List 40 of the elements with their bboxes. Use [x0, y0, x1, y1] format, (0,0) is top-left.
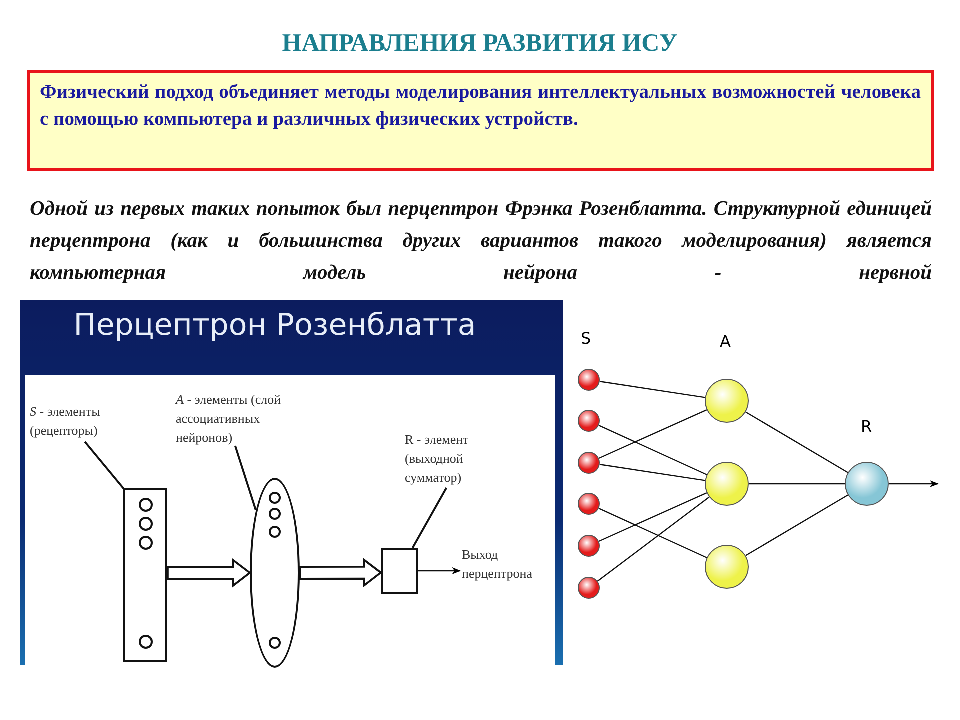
leader-line: [234, 446, 257, 511]
slide-title: НАПРАВЛЕНИЯ РАЗВИТИЯ ИСУ: [281, 30, 679, 58]
connection-line: [600, 381, 706, 398]
connection-line: [598, 425, 708, 476]
panel-title: Перцептрон Розенблатта: [72, 308, 478, 343]
association-neuron: [705, 462, 749, 506]
layer-label: R: [861, 417, 872, 436]
sensor-neuron: [578, 369, 600, 391]
annotation-text: A - элементы (слой ассоциативных нейронов): [176, 390, 311, 446]
association-neuron: [705, 379, 749, 423]
connection-line: [749, 483, 845, 485]
connection-line: [598, 492, 708, 542]
sensor-neuron: [578, 452, 600, 474]
definition-box: Физический подход объединяет методы моделирования интеллектуальных возможностей человека с помощью компьютера и различных физических устройств.: [27, 70, 934, 171]
connection-line: [598, 409, 708, 460]
connection-line: [597, 496, 710, 582]
connection-line: [600, 464, 706, 482]
output-unit-box: [381, 548, 418, 594]
sensor-neuron: [578, 577, 600, 599]
connection-line: [598, 508, 708, 558]
annotation-text: R - элемент (выходной сумматор): [405, 430, 490, 488]
intro-paragraph: Одной из первых таких попыток был перцептрон Фрэнка Розенблатта. Структурной единицей перцептрона (как и большинства других вариантов такого моделирования) является компьютерная модель нейрона - нервной: [30, 197, 932, 286]
output-neuron: [845, 462, 889, 506]
block-arrow: [299, 558, 383, 588]
layer-label: S: [581, 329, 592, 348]
sensor-neuron: [578, 410, 600, 432]
output-text: Выход перцептрона: [462, 545, 554, 585]
connection-line: [746, 494, 848, 556]
layer-label: A: [720, 332, 731, 351]
leader-line: [84, 441, 125, 490]
annotation-text: S - элементы (рецепторы): [30, 402, 125, 442]
connection-line: [746, 412, 848, 474]
receptor-layer-box: [123, 488, 167, 662]
arrow: [418, 567, 462, 575]
leader-line: [412, 488, 448, 548]
association-neuron: [705, 545, 749, 589]
sensor-neuron: [578, 493, 600, 515]
sensor-neuron: [578, 535, 600, 557]
arrow: [889, 480, 939, 488]
block-arrow: [166, 558, 252, 588]
